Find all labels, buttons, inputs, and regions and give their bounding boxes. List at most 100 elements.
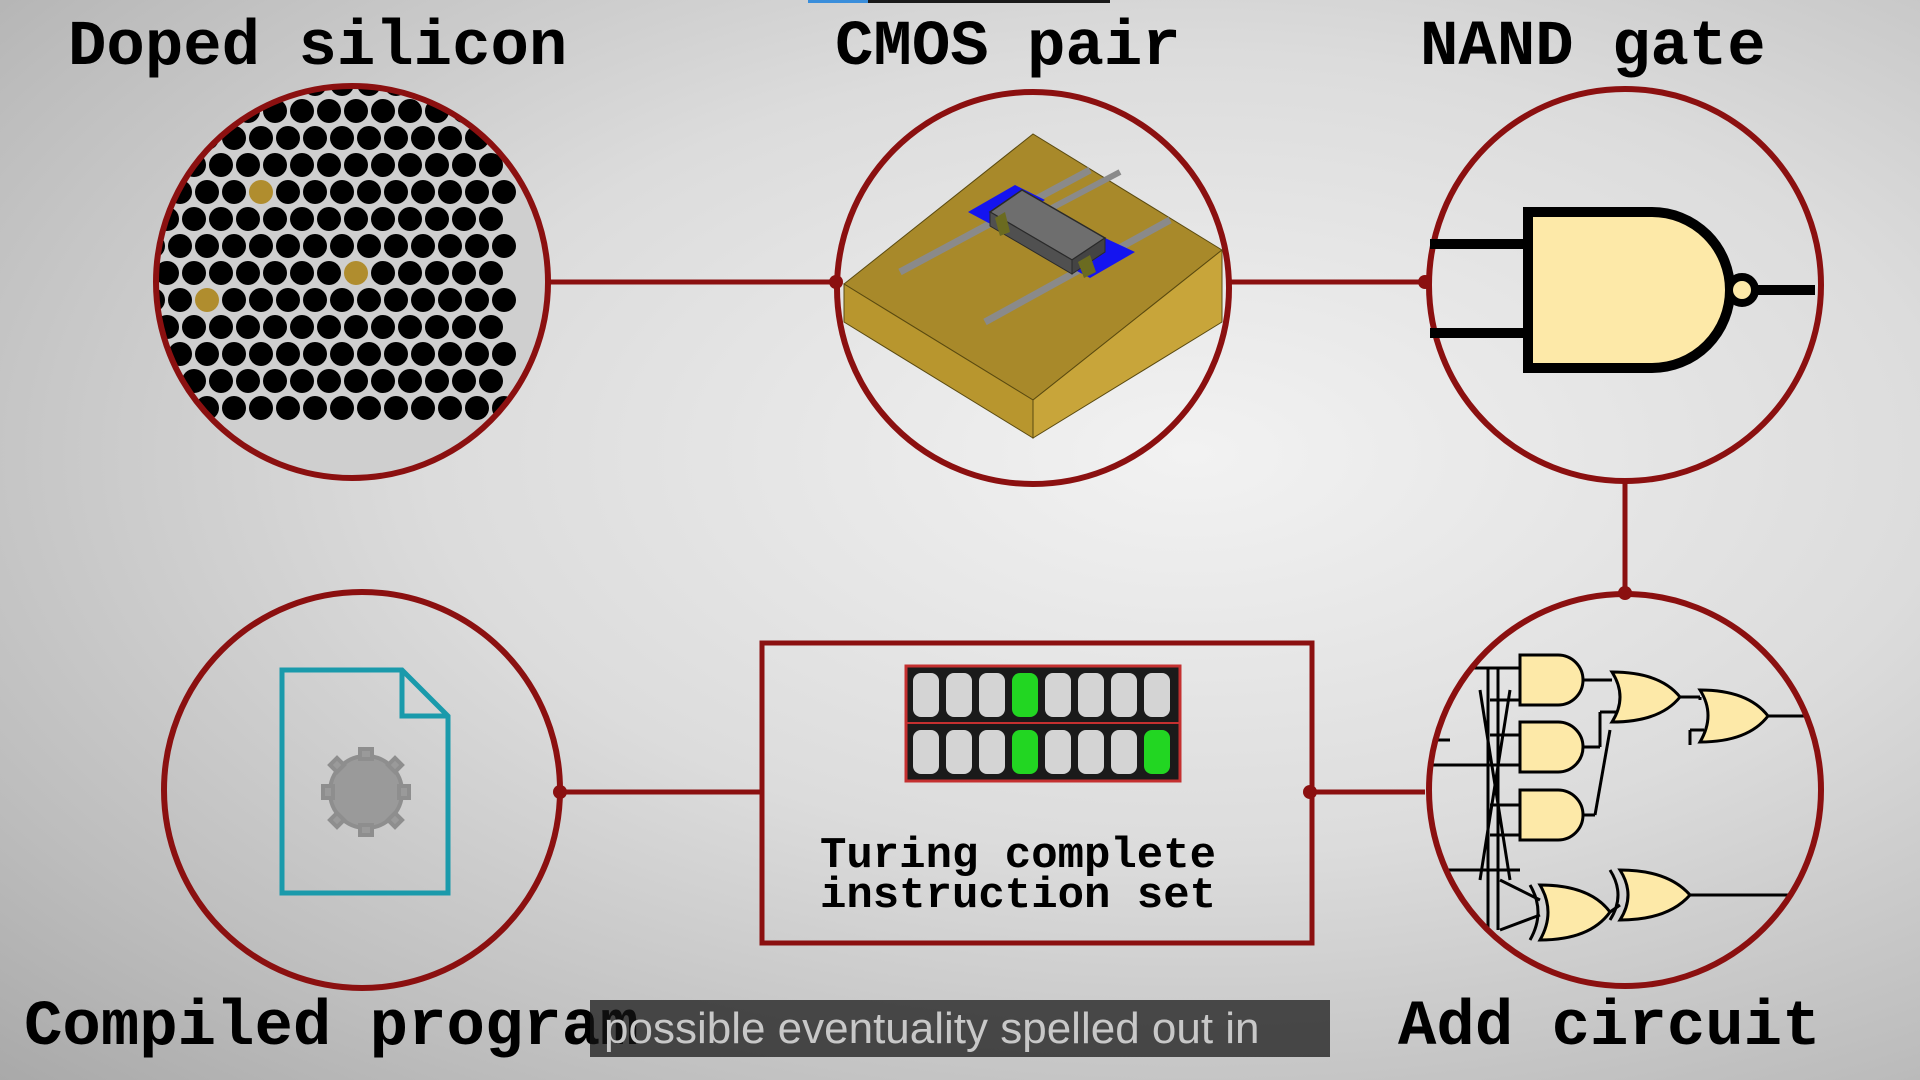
silicon-atom (330, 288, 354, 312)
silicon-atom (492, 342, 516, 366)
file-gear-icon (279, 667, 451, 896)
silicon-atom (209, 315, 233, 339)
silicon-atom (182, 315, 206, 339)
silicon-atom (276, 126, 300, 150)
instruction-set-caption: Turing complete instruction set (763, 831, 1273, 918)
silicon-atom (128, 261, 152, 285)
silicon-atom (357, 342, 381, 366)
silicon-atom (330, 126, 354, 150)
silicon-atom (156, 342, 165, 366)
silicon-atom (371, 153, 395, 177)
silicon-atom (465, 342, 489, 366)
silicon-atom (344, 369, 368, 393)
nand-gate-ring (1426, 86, 1824, 484)
register-bit-off (979, 673, 1005, 717)
register-bit-off (1078, 730, 1104, 774)
silicon-atom (290, 261, 314, 285)
silicon-atom (479, 315, 503, 339)
logic-circuit-icon (1429, 653, 1821, 942)
silicon-atom (465, 180, 489, 204)
silicon-atom (317, 315, 341, 339)
silicon-atom (344, 153, 368, 177)
silicon-atom (317, 99, 341, 123)
silicon-atom (249, 396, 273, 420)
add-circuit-node (1426, 591, 1824, 989)
silicon-atom (182, 261, 206, 285)
silicon-atom (398, 207, 422, 231)
instruction-set-box (759, 640, 1315, 946)
register-bit-on (1144, 730, 1170, 774)
silicon-atom (452, 207, 476, 231)
silicon-atom (276, 288, 300, 312)
video-progress-bar[interactable] (808, 0, 1110, 3)
silicon-atom (303, 396, 327, 420)
silicon-atom (263, 369, 287, 393)
silicon-atom (156, 153, 179, 177)
silicon-atom (384, 396, 408, 420)
silicon-atom (330, 342, 354, 366)
silicon-atom (263, 315, 287, 339)
register-bit-off (1078, 673, 1104, 717)
silicon-atom (492, 234, 516, 258)
register-bit-off (1111, 673, 1137, 717)
silicon-atom (156, 396, 165, 420)
silicon-atom (438, 126, 462, 150)
silicon-atom (276, 342, 300, 366)
silicon-atom (425, 315, 449, 339)
compiled-program-node (161, 589, 563, 991)
silicon-atom (222, 288, 246, 312)
dopant-atom (195, 288, 219, 312)
silicon-atom (290, 99, 314, 123)
silicon-atom (128, 315, 152, 339)
silicon-atom (222, 396, 246, 420)
silicon-atom (479, 99, 503, 123)
silicon-atom (411, 180, 435, 204)
register-bit-off (1045, 730, 1071, 774)
cmos-pair-ring (834, 89, 1232, 487)
silicon-atom (438, 396, 462, 420)
silicon-atom (330, 396, 354, 420)
silicon-atom (303, 288, 327, 312)
silicon-atom (290, 369, 314, 393)
video-progress-played (808, 0, 869, 3)
silicon-atom (182, 207, 206, 231)
silicon-atom (195, 180, 219, 204)
register-bit-off (979, 730, 1005, 774)
register-bit-on (1012, 673, 1038, 717)
silicon-atom (357, 234, 381, 258)
silicon-atom (384, 342, 408, 366)
register-bits (913, 673, 1170, 774)
silicon-atom (209, 153, 233, 177)
silicon-atom (425, 369, 449, 393)
silicon-atom (236, 315, 260, 339)
silicon-atom (290, 207, 314, 231)
silicon-atom (438, 180, 462, 204)
silicon-atom (128, 99, 152, 123)
silicon-atom (303, 342, 327, 366)
register-bit-off (1144, 673, 1170, 717)
instruction-line-1: Turing complete (819, 831, 1217, 881)
silicon-atom (371, 369, 395, 393)
doped-silicon-ring (153, 83, 551, 481)
silicon-atom (236, 369, 260, 393)
silicon-atom (425, 261, 449, 285)
silicon-atom (398, 99, 422, 123)
silicon-atom (425, 207, 449, 231)
silicon-atom (344, 99, 368, 123)
silicon-atom (168, 234, 192, 258)
dopant-atom (344, 261, 368, 285)
silicon-atom (452, 369, 476, 393)
silicon-atom (249, 288, 273, 312)
nand-gate-label: NAND gate (1420, 12, 1766, 84)
silicon-atom (156, 180, 165, 204)
doped-silicon-node (128, 83, 551, 481)
register-bit-off (1111, 730, 1137, 774)
cmos-pair-label: CMOS pair (835, 12, 1181, 84)
silicon-atom (156, 261, 179, 285)
silicon-atom (156, 99, 179, 123)
silicon-atom (303, 126, 327, 150)
silicon-atom (384, 180, 408, 204)
silicon-atom (263, 261, 287, 285)
silicon-atom (168, 126, 192, 150)
